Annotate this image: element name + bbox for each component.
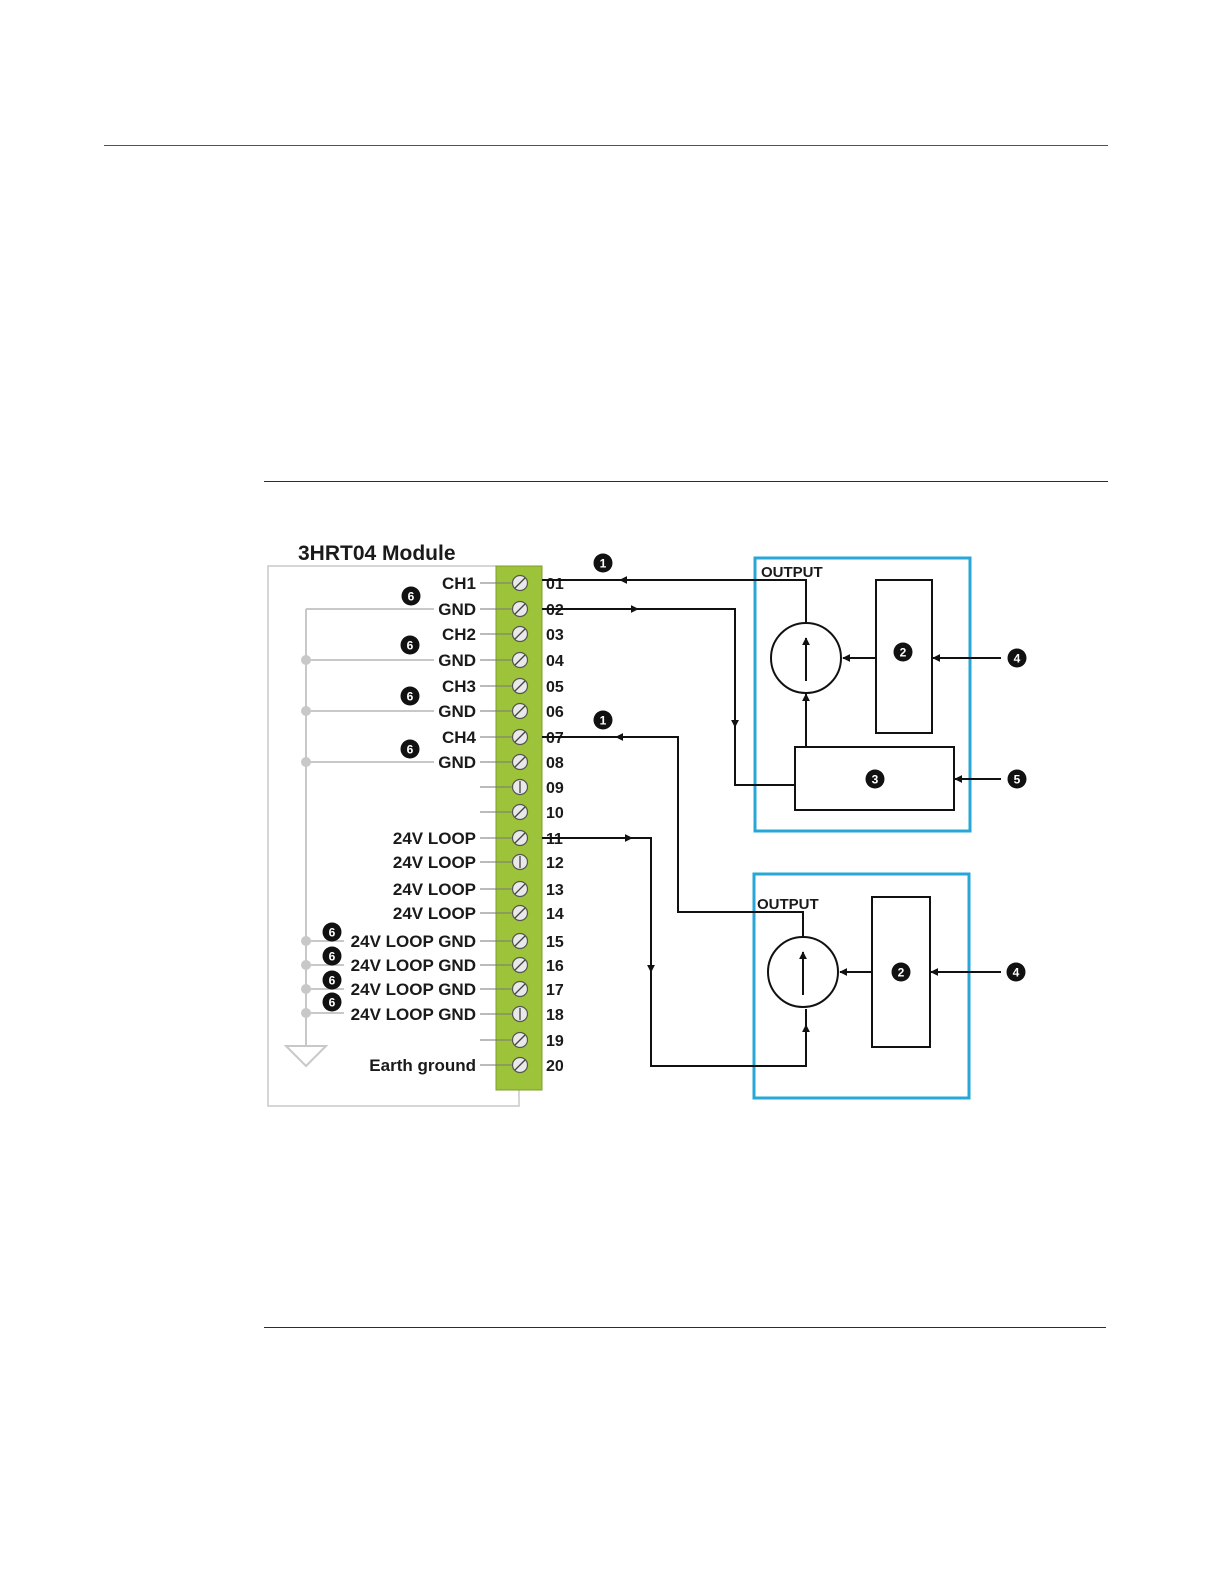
terminal-number: 04 <box>546 653 564 670</box>
terminal-number: 03 <box>546 627 564 644</box>
terminal-label: 24V LOOP GND <box>351 932 476 951</box>
svg-text:6: 6 <box>407 639 414 653</box>
terminal-label: 24V LOOP <box>393 853 476 872</box>
terminal-label: CH2 <box>442 625 476 644</box>
terminal-number: 11 <box>546 831 563 848</box>
device-1-box <box>755 558 970 831</box>
svg-text:5: 5 <box>1014 773 1021 787</box>
callout-4-bottom: 4 <box>1007 963 1026 982</box>
callout-6: 6 <box>401 740 420 759</box>
svg-text:6: 6 <box>329 950 336 964</box>
earth-ground-icon <box>286 1046 326 1066</box>
module-title: 3HRT04 Module <box>298 542 456 565</box>
svg-text:6: 6 <box>329 996 336 1010</box>
terminal-row: 19 <box>480 1033 564 1051</box>
svg-text:6: 6 <box>407 743 414 757</box>
callout-2-device-1: 2 <box>894 643 913 662</box>
terminal-label: GND <box>438 600 476 619</box>
terminal-row: 09 <box>480 780 564 798</box>
callout-6: 6 <box>323 993 342 1012</box>
callout-4-top: 4 <box>1008 649 1027 668</box>
terminal-number: 09 <box>546 780 564 797</box>
terminal-label: 24V LOOP <box>393 829 476 848</box>
terminal-label: 24V LOOP GND <box>351 956 476 975</box>
svg-text:1: 1 <box>600 557 607 571</box>
terminal-number: 02 <box>546 602 564 619</box>
callout-6: 6 <box>323 947 342 966</box>
callout-1-top: 1 <box>594 554 613 573</box>
terminal-number: 15 <box>546 934 564 951</box>
terminal-label: CH1 <box>442 574 476 593</box>
terminal-number: 10 <box>546 805 564 822</box>
svg-text:3: 3 <box>872 773 879 787</box>
device-1-output-label: OUTPUT <box>761 564 823 581</box>
callout-2-device-2: 2 <box>892 963 911 982</box>
callout-6: 6 <box>402 587 421 606</box>
terminal-number: 07 <box>546 730 564 747</box>
callout-6: 6 <box>401 636 420 655</box>
terminal-number: 12 <box>546 855 564 872</box>
terminal-label: GND <box>438 702 476 721</box>
svg-text:1: 1 <box>600 714 607 728</box>
terminal-label: GND <box>438 753 476 772</box>
terminal-number: 20 <box>546 1058 564 1075</box>
callout-5: 5 <box>1008 770 1027 789</box>
terminal-number: 19 <box>546 1033 564 1050</box>
svg-text:2: 2 <box>898 966 905 980</box>
svg-text:6: 6 <box>407 690 414 704</box>
terminal-label: 24V LOOP GND <box>351 980 476 999</box>
terminal-label: 24V LOOP GND <box>351 1005 476 1024</box>
terminal-row: 10 <box>480 805 564 823</box>
terminal-label: Earth ground <box>369 1056 476 1075</box>
terminal-number: 16 <box>546 958 564 975</box>
terminal-label: 24V LOOP <box>393 904 476 923</box>
svg-text:4: 4 <box>1014 652 1021 666</box>
svg-text:6: 6 <box>408 590 415 604</box>
svg-text:6: 6 <box>329 974 336 988</box>
terminal-label: 24V LOOP <box>393 880 476 899</box>
terminal-number: 18 <box>546 1007 564 1024</box>
terminal-number: 06 <box>546 704 564 721</box>
terminal-label: CH4 <box>442 728 477 747</box>
callout-3: 3 <box>866 770 885 789</box>
callout-6: 6 <box>323 971 342 990</box>
terminal-number: 14 <box>546 906 564 923</box>
callout-1-bottom: 1 <box>594 711 613 730</box>
svg-text:6: 6 <box>329 926 336 940</box>
terminal-number: 13 <box>546 882 564 899</box>
terminal-number: 17 <box>546 982 564 999</box>
terminal-number: 01 <box>546 576 564 593</box>
callout-6: 6 <box>323 923 342 942</box>
terminal-number: 05 <box>546 679 564 696</box>
callout-6: 6 <box>401 687 420 706</box>
device-2-output-label: OUTPUT <box>757 896 819 913</box>
terminal-number: 08 <box>546 755 564 772</box>
svg-text:2: 2 <box>900 646 907 660</box>
terminal-label: CH3 <box>442 677 476 696</box>
svg-text:4: 4 <box>1013 966 1020 980</box>
terminal-label: GND <box>438 651 476 670</box>
